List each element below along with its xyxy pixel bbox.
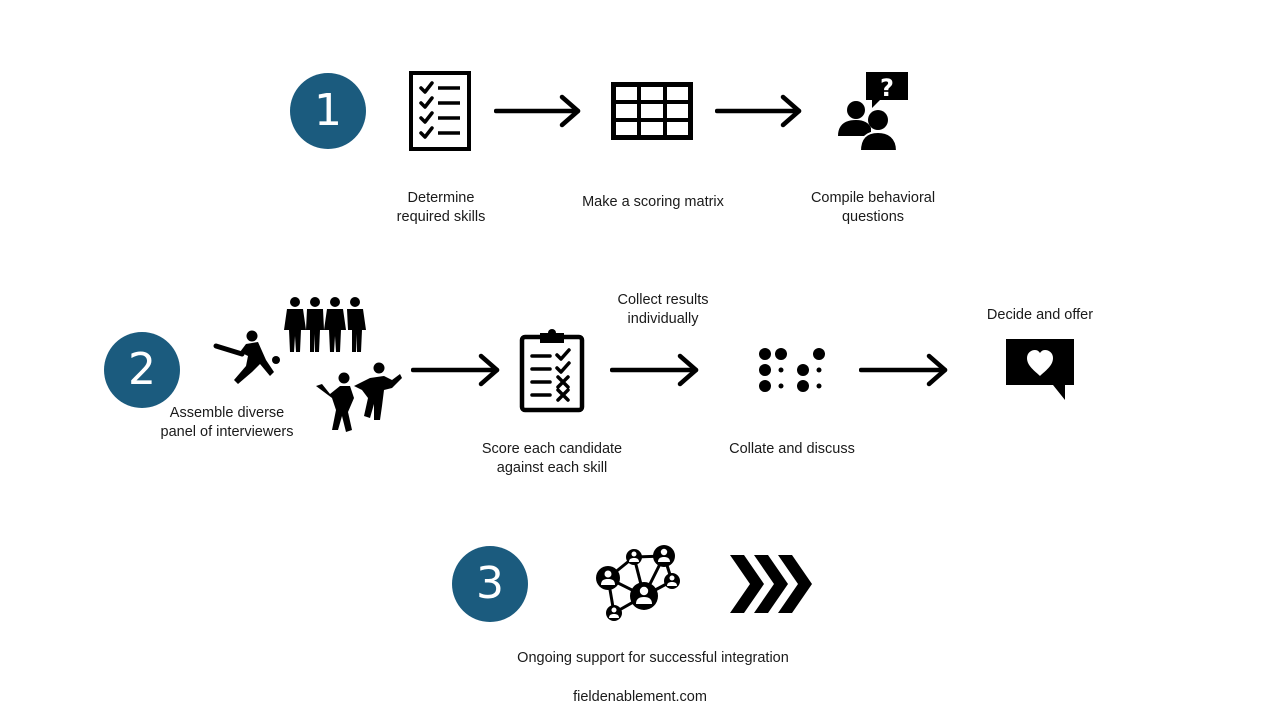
- label-line: required skills: [396, 209, 486, 225]
- people-question-icon: ?: [838, 72, 908, 152]
- step-3-number: 3: [476, 558, 504, 609]
- website-text: fieldenablement.com: [573, 689, 707, 705]
- step-2-number: 2: [128, 344, 156, 395]
- heart-speech-bubble-icon: [1006, 339, 1074, 400]
- label-line: Make a scoring matrix: [582, 194, 724, 210]
- step-1-number: 1: [314, 85, 342, 136]
- braille-dots-icon: [759, 348, 825, 392]
- label-line: Determine: [407, 190, 475, 206]
- label-line: Decide and offer: [986, 307, 1094, 323]
- label-collate-discuss: Collate and discuss: [712, 440, 872, 459]
- label-decide-offer: Decide and offer: [975, 306, 1105, 325]
- label-assemble-panel: Assemble diverse panel of interviewers: [146, 404, 308, 442]
- label-scoring-matrix: Make a scoring matrix: [568, 193, 738, 212]
- arrow-right-icon: [610, 353, 699, 387]
- arrow-right-icon: [494, 94, 581, 128]
- label-line: panel of interviewers: [160, 424, 294, 440]
- triple-chevron-icon: [730, 555, 812, 613]
- label-line: Compile behavioral: [810, 190, 936, 206]
- label-score-candidate: Score each candidate against each skill: [467, 440, 637, 478]
- label-line: Assemble diverse: [169, 405, 285, 421]
- step-3-circle: 3: [452, 546, 528, 622]
- label-line: questions: [841, 209, 905, 225]
- label-ongoing-support: Ongoing support for successful integrati…: [483, 649, 823, 668]
- label-behavioral-questions: Compile behavioral questions: [798, 189, 948, 227]
- diverse-people-icon: [213, 297, 402, 432]
- label-determine-skills: Determine required skills: [381, 189, 501, 227]
- label-line: individually: [627, 311, 699, 327]
- table-grid-icon: [611, 82, 693, 140]
- arrow-right-icon: [715, 94, 802, 128]
- step-1-circle: 1: [290, 73, 366, 149]
- clipboard-checklist-icon: [519, 329, 585, 413]
- label-line: Ongoing support for successful integrati…: [517, 650, 789, 666]
- checklist-icon: [409, 71, 471, 151]
- step-2-circle: 2: [104, 332, 180, 408]
- label-line: Score each candidate: [481, 441, 623, 457]
- label-line: against each skill: [496, 460, 608, 476]
- network-people-icon: [596, 545, 680, 621]
- label-collect-results: Collect results individually: [598, 291, 728, 329]
- label-line: Collate and discuss: [729, 441, 855, 457]
- svg-text:?: ?: [880, 74, 894, 102]
- label-line: Collect results: [617, 292, 709, 308]
- arrow-right-icon: [411, 353, 500, 387]
- footer-website: fieldenablement.com: [540, 688, 740, 707]
- arrow-right-icon: [859, 353, 948, 387]
